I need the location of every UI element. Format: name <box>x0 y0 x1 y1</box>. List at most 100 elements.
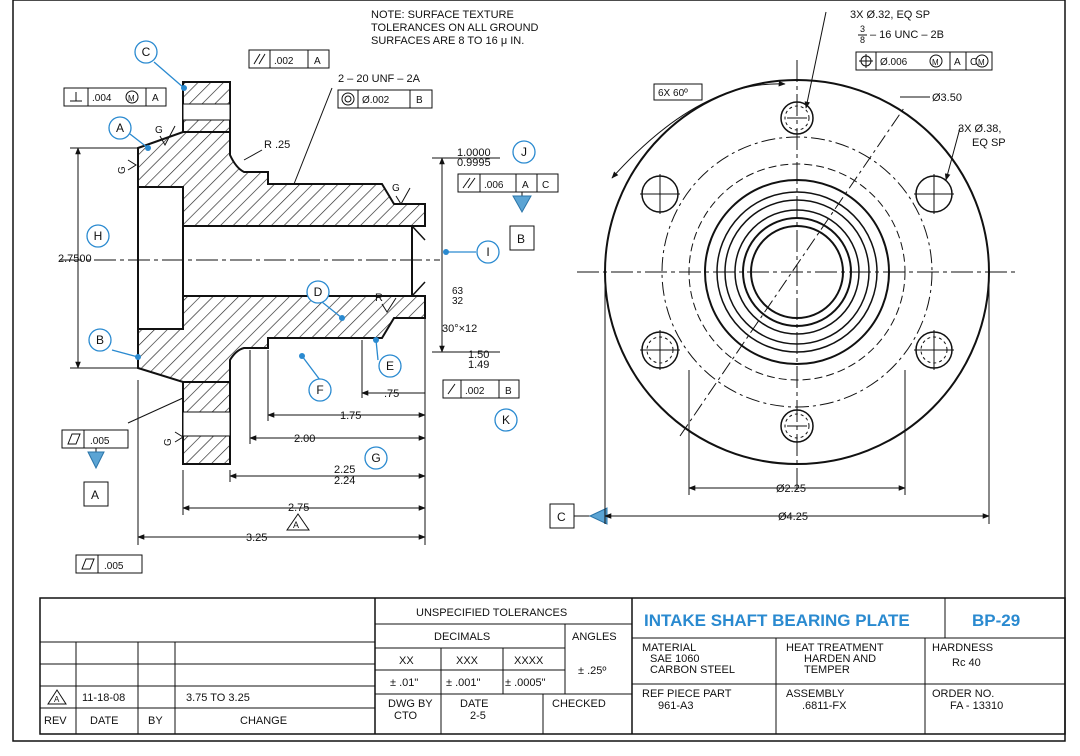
svg-text:REV: REV <box>44 715 67 727</box>
svg-text:A: A <box>116 121 124 135</box>
front-dimensions <box>604 11 990 524</box>
thread-frac-num: 3 <box>860 24 865 34</box>
fcf-parallelism: .002 A <box>248 49 330 69</box>
rev-a-triangle <box>47 689 67 705</box>
front-view <box>577 60 1017 490</box>
svg-text:DECIMALS: DECIMALS <box>434 631 490 643</box>
svg-text:± .0005": ± .0005" <box>505 677 546 689</box>
svg-text:ANGLES: ANGLES <box>572 631 617 643</box>
surf-g-3: G <box>117 166 128 174</box>
svg-text:FA - 13310: FA - 13310 <box>950 700 1003 712</box>
note-line-1: NOTE: SURFACE TEXTURE <box>371 9 514 21</box>
svg-text:CTO: CTO <box>394 710 417 722</box>
surf-g-2: G <box>392 183 400 194</box>
part-number: BP-29 <box>972 611 1020 630</box>
svg-text:± .01": ± .01" <box>390 677 418 689</box>
fcf-position: Ø.006 M A C M <box>855 51 993 71</box>
revision-triangle-label: A <box>293 520 299 530</box>
datum-c: C <box>549 503 608 529</box>
svg-text:C: C <box>142 45 151 59</box>
svg-text:TEMPER: TEMPER <box>804 664 850 676</box>
svg-text:CARBON STEEL: CARBON STEEL <box>650 664 735 676</box>
drawing-title: INTAKE SHAFT BEARING PLATE <box>644 611 910 630</box>
dim-surf-r: R <box>375 292 383 304</box>
svg-text:A: A <box>522 180 529 191</box>
surf-g-4: G <box>163 438 174 446</box>
callouts <box>86 40 536 470</box>
datum-a: A <box>83 448 109 507</box>
svg-text:DWG BY: DWG BY <box>388 698 433 710</box>
svg-text:ORDER NO.: ORDER NO. <box>932 688 994 700</box>
section-view <box>60 81 440 465</box>
svg-text:REF PIECE PART: REF PIECE PART <box>642 688 732 700</box>
svg-text:SAE 1060: SAE 1060 <box>650 653 700 665</box>
svg-text:XXXX: XXXX <box>514 655 544 667</box>
svg-text:ASSEMBLY: ASSEMBLY <box>786 688 845 700</box>
angle-label: 6X 60º <box>658 88 688 99</box>
dim-275: 2.75 <box>288 502 309 514</box>
svg-text:.005: .005 <box>90 436 110 447</box>
dim-dia-bot: 0.9995 <box>457 157 491 169</box>
dim-surf-63: 63 <box>452 286 464 297</box>
svg-text:A: A <box>91 488 99 502</box>
fcf-total-runout: .006 A C <box>457 173 559 193</box>
svg-text:HARDNESS: HARDNESS <box>932 642 993 654</box>
svg-text:F: F <box>316 383 323 397</box>
svg-text:11-18-08: 11-18-08 <box>82 692 125 704</box>
svg-text:A: A <box>152 93 159 104</box>
svg-text:CHANGE: CHANGE <box>240 715 287 727</box>
dim-thread-ext: 2 – 20 UNF – 2A <box>338 73 421 85</box>
svg-text:K: K <box>502 413 510 427</box>
callout-dots <box>135 85 449 360</box>
svg-text:M: M <box>932 58 939 67</box>
svg-text:XX: XX <box>399 655 414 667</box>
svg-text:.004: .004 <box>92 93 112 104</box>
svg-text:C: C <box>970 57 977 68</box>
title-block-text: UNSPECIFIED TOLERANCES DECIMALS ANGLES X… <box>44 607 1003 727</box>
dia-425-label: Ø4.25 <box>778 511 808 523</box>
svg-text:I: I <box>486 245 489 259</box>
bc-dia-label: Ø3.50 <box>932 92 962 104</box>
fcf-circular-runout: .002 B <box>442 379 520 399</box>
callout-letters: C A H B D E F G I J K <box>94 45 527 465</box>
fcf-concentricity: Ø.002 B <box>337 89 433 109</box>
surf-g-1: G <box>155 125 163 136</box>
holes-top-label: 3X Ø.32, EQ SP <box>850 9 930 21</box>
svg-text:B: B <box>517 232 525 246</box>
section-dimensions <box>70 87 500 545</box>
dim-radius: R .25 <box>264 139 290 151</box>
svg-text:.002: .002 <box>274 56 294 67</box>
svg-text:H: H <box>94 229 103 243</box>
note-line-2: TOLERANCES ON ALL GROUND <box>371 22 539 34</box>
svg-text:.005: .005 <box>104 561 124 572</box>
svg-text:C: C <box>557 510 566 524</box>
dim-200: 2.00 <box>294 433 315 445</box>
svg-text:A: A <box>314 56 321 67</box>
note-line-3: SURFACES ARE 8 TO 16 μ IN. <box>371 35 524 47</box>
sheet-border <box>12 0 1066 742</box>
svg-text:961-A3: 961-A3 <box>658 700 693 712</box>
svg-text:M: M <box>128 94 135 103</box>
dim-149: 1.49 <box>468 359 489 371</box>
svg-text:3.75 TO 3.25: 3.75 TO 3.25 <box>186 692 250 704</box>
surface-texture-marks <box>127 125 411 443</box>
svg-text:B: B <box>416 95 423 106</box>
svg-text:Ø.006: Ø.006 <box>880 57 908 68</box>
rev-a-letter: A <box>54 695 60 704</box>
dim-surf-32: 32 <box>452 296 464 307</box>
datum-b: B <box>509 192 535 251</box>
svg-text:HEAT TREATMENT: HEAT TREATMENT <box>786 642 884 654</box>
holes-right-label-2: EQ SP <box>972 137 1006 149</box>
svg-text:DATE: DATE <box>460 698 489 710</box>
svg-text:E: E <box>386 359 394 373</box>
svg-text:BY: BY <box>148 715 163 727</box>
svg-text:MATERIAL: MATERIAL <box>642 642 696 654</box>
svg-text:± .001": ± .001" <box>446 677 481 689</box>
svg-text:C: C <box>542 180 549 191</box>
svg-text:DATE: DATE <box>90 715 119 727</box>
dim-height: 2.7500 <box>58 253 92 265</box>
svg-text:Rc 40: Rc 40 <box>952 657 981 669</box>
holes-right-label-1: 3X Ø.38, <box>958 123 1001 135</box>
dia-225-label: Ø2.25 <box>776 483 806 495</box>
revision-triangle <box>286 513 310 531</box>
